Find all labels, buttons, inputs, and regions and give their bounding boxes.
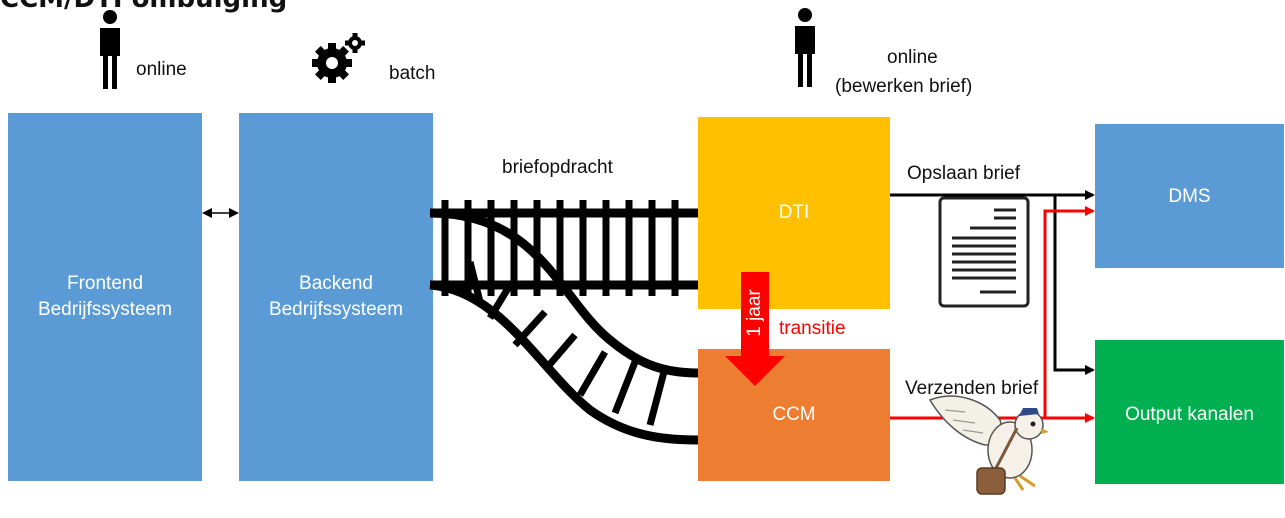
dms-label: DMS [1168,186,1211,207]
document-icon [938,196,1030,308]
transitie-label: transitie [779,318,846,339]
person-icon [100,10,120,89]
carrier-bird-icon [928,395,1049,495]
output-kanalen-label: Output kanalen [1125,404,1254,425]
railroad-tracks [429,200,699,445]
output-kanalen-box: Output kanalen [1095,340,1284,484]
frontend-box: Frontend Bedrijfssysteem [8,113,202,481]
ccm-label: CCM [772,404,816,425]
gears-icon [312,33,365,83]
briefopdracht-label: briefopdracht [502,157,613,178]
frontend-label-line2: Bedrijfssysteem [37,299,173,320]
online-dti-label-line2: (bewerken brief) [835,76,973,97]
online-frontend-label: online [136,59,187,80]
ccm-dms-arrow [1043,206,1095,418]
dti-output-arrow [1053,195,1095,375]
backend-label-line2: Bedrijfssysteem [268,299,404,320]
ccm-box: CCM [698,349,890,481]
page-title: CCM/DTI ombuiging [0,0,287,14]
dti-label: DTI [778,202,810,223]
dms-box: DMS [1095,124,1284,268]
jaar-label: 1 jaar [744,289,765,337]
person-icon [795,8,815,87]
opslaan-brief-label: Opslaan brief [907,163,1021,184]
backend-box: Backend Bedrijfssysteem [239,113,433,481]
dti-box: DTI [698,117,890,309]
batch-label: batch [389,63,436,84]
verzenden-brief-label: Verzenden brief [905,378,1039,399]
transitie-arrow [725,272,785,386]
backend-label-line1: Backend [299,273,373,294]
online-dti-label-line1: online [887,47,938,68]
frontend-label-line1: Frontend [66,273,144,294]
